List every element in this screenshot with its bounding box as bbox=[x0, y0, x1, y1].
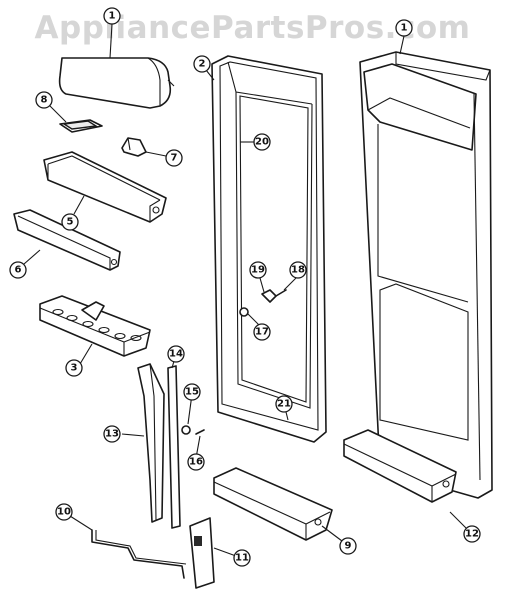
callout-9: 9 bbox=[339, 537, 357, 555]
callout-6: 6 bbox=[9, 261, 27, 279]
part-1-shelf-cover bbox=[58, 57, 175, 109]
svg-text:14: 14 bbox=[169, 349, 183, 360]
part-9-bottom-bin bbox=[213, 467, 333, 541]
svg-text:9: 9 bbox=[345, 541, 352, 552]
svg-text:11: 11 bbox=[235, 553, 249, 564]
svg-text:16: 16 bbox=[189, 457, 203, 468]
callout-19: 19 bbox=[249, 261, 267, 279]
svg-text:18: 18 bbox=[291, 265, 305, 276]
callout-7: 7 bbox=[165, 149, 183, 167]
part-10-wire-bar bbox=[91, 529, 187, 579]
callout-3: 3 bbox=[65, 359, 83, 377]
callout-8: 8 bbox=[35, 91, 53, 109]
part-3-egg-tray bbox=[39, 295, 151, 357]
callout-5: 5 bbox=[61, 213, 79, 231]
svg-text:8: 8 bbox=[41, 95, 48, 106]
svg-text:1: 1 bbox=[401, 23, 408, 34]
callout-11: 11 bbox=[233, 549, 251, 567]
part-5-door-bin bbox=[43, 151, 167, 223]
part-1-door-liner bbox=[359, 51, 493, 499]
svg-text:12: 12 bbox=[465, 529, 479, 540]
part-11-panel bbox=[189, 517, 215, 589]
svg-text:20: 20 bbox=[255, 137, 269, 148]
part-12-bottom-bin bbox=[343, 429, 457, 503]
part-2-door-gasket bbox=[211, 55, 327, 443]
svg-text:2: 2 bbox=[199, 59, 206, 70]
callout-12: 12 bbox=[463, 525, 481, 543]
callout-13: 13 bbox=[103, 425, 121, 443]
callout-16: 16 bbox=[187, 453, 205, 471]
callout-1-top-right: 1 bbox=[395, 19, 413, 37]
svg-text:5: 5 bbox=[67, 217, 74, 228]
svg-text:3: 3 bbox=[71, 363, 78, 374]
callout-14: 14 bbox=[167, 345, 185, 363]
part-13-door-trim bbox=[137, 363, 165, 523]
part-14-strip bbox=[167, 365, 181, 529]
svg-text:1: 1 bbox=[109, 11, 116, 22]
callout-15: 15 bbox=[183, 383, 201, 401]
svg-text:15: 15 bbox=[185, 387, 199, 398]
svg-text:10: 10 bbox=[57, 507, 71, 518]
svg-text:17: 17 bbox=[255, 327, 269, 338]
callout-17: 17 bbox=[253, 323, 271, 341]
svg-text:21: 21 bbox=[277, 399, 291, 410]
callout-10: 10 bbox=[55, 503, 73, 521]
svg-text:7: 7 bbox=[171, 153, 178, 164]
callout-2: 2 bbox=[193, 55, 211, 73]
part-8-small-tray bbox=[59, 119, 103, 133]
callout-1-top-left: 1 bbox=[103, 7, 121, 25]
svg-text:19: 19 bbox=[251, 265, 265, 276]
callout-20: 20 bbox=[253, 133, 271, 151]
callout-18: 18 bbox=[289, 261, 307, 279]
hardware-pieces bbox=[181, 289, 287, 435]
callout-21: 21 bbox=[275, 395, 293, 413]
svg-text:13: 13 bbox=[105, 429, 119, 440]
part-7-clip bbox=[121, 137, 147, 157]
svg-text:6: 6 bbox=[15, 265, 22, 276]
part-6-shelf-bar bbox=[13, 209, 121, 271]
